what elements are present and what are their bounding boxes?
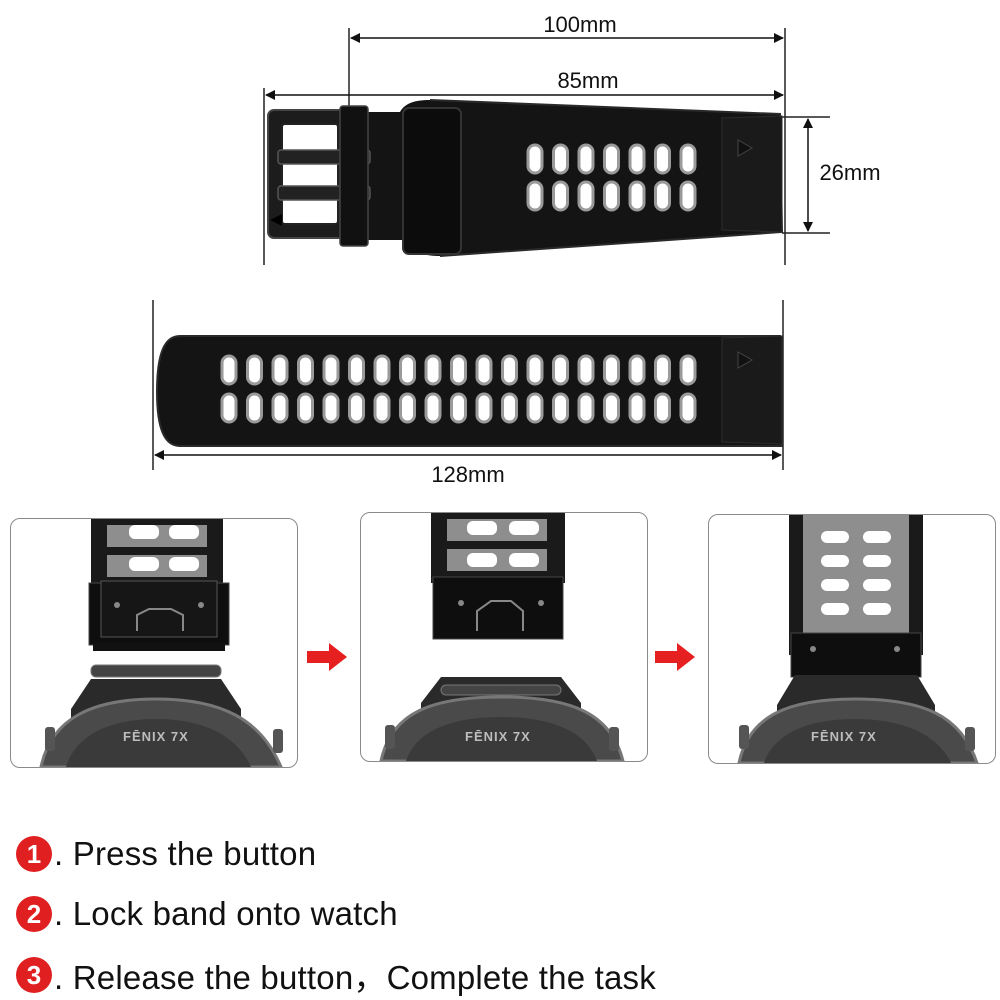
step-text: . Lock band onto watch [54, 895, 398, 932]
step-number-badge: 2 [16, 896, 52, 932]
band-hole [577, 180, 595, 212]
step-2: 2 . Lock band onto watch [16, 892, 398, 936]
install-panel-3: FĒNIX 7X [708, 514, 996, 764]
band-hole [526, 143, 544, 175]
band-hole [322, 392, 340, 424]
band-hole [297, 354, 314, 386]
install-illustration-1 [39, 519, 283, 767]
right-arrow-icon [307, 643, 347, 671]
watch-model-label: FĒNIX 7X [123, 729, 189, 744]
dim-label-85mm: 85mm [557, 68, 619, 93]
dim-label-26mm: 26mm [819, 160, 881, 185]
band-hole [628, 180, 646, 212]
band-hole [654, 143, 671, 175]
install-panel-1: FĒNIX 7X [10, 518, 298, 768]
band-hole [628, 392, 646, 424]
band-hole [475, 354, 493, 386]
band-hole [501, 392, 518, 424]
band-hole [526, 354, 544, 386]
band-hole [577, 392, 595, 424]
band-hole [246, 354, 263, 386]
band-hole [577, 354, 595, 386]
step-text: . Press the button [54, 835, 317, 872]
band-hole [679, 354, 697, 386]
watch-model-label: FĒNIX 7X [811, 729, 877, 744]
band-hole [424, 392, 442, 424]
band-hole [220, 354, 238, 386]
band-hole [526, 180, 544, 212]
band-hole [628, 143, 646, 175]
step-number-badge: 3 [16, 957, 52, 993]
band-hole [348, 392, 365, 424]
watch-model-label: FĒNIX 7X [465, 729, 531, 744]
dimension-diagram [152, 28, 830, 470]
long-band [155, 335, 784, 447]
band-hole [373, 392, 391, 424]
step-3: 3 . Release the button，Complete the task [16, 953, 656, 997]
band-hole [603, 354, 620, 386]
band-hole [603, 180, 620, 212]
install-panel-2: FĒNIX 7X [360, 512, 648, 762]
right-arrow-icon [655, 643, 695, 671]
install-illustration-3 [737, 515, 979, 763]
band-hole [399, 354, 416, 386]
band-hole [450, 392, 467, 424]
band-hole [450, 354, 467, 386]
direction-triangle-icon [737, 139, 754, 157]
band-hole [322, 354, 340, 386]
dim-label-128mm: 128mm [431, 462, 505, 487]
band-hole [654, 180, 671, 212]
band-hole [501, 354, 518, 386]
dim-label-100mm: 100mm [543, 12, 617, 37]
band-hole [679, 392, 697, 424]
band-hole [552, 392, 569, 424]
step-1: 1 . Press the button [16, 832, 316, 876]
band-hole [220, 392, 238, 424]
direction-triangle-icon [737, 351, 754, 369]
band-hole [654, 354, 671, 386]
band-hole [271, 354, 289, 386]
band-hole [552, 143, 569, 175]
band-hole [603, 143, 620, 175]
band-hole [552, 354, 569, 386]
band-hole [373, 354, 391, 386]
band-hole [577, 143, 595, 175]
band-hole [475, 392, 493, 424]
band-hole [424, 354, 442, 386]
band-hole [679, 143, 697, 175]
band-hole [679, 180, 697, 212]
band-hole [603, 392, 620, 424]
step-number-badge: 1 [16, 836, 52, 872]
band-hole [297, 392, 314, 424]
band-hole [552, 180, 569, 212]
band-hole [271, 392, 289, 424]
band-hole [654, 392, 671, 424]
band-hole [348, 354, 365, 386]
band-hole [246, 392, 263, 424]
band-hole [628, 354, 646, 386]
band-hole [399, 392, 416, 424]
band-hole [526, 392, 544, 424]
short-band [267, 99, 784, 257]
step-text: . Release the button，Complete the task [54, 959, 656, 996]
install-illustration-2 [379, 513, 625, 761]
